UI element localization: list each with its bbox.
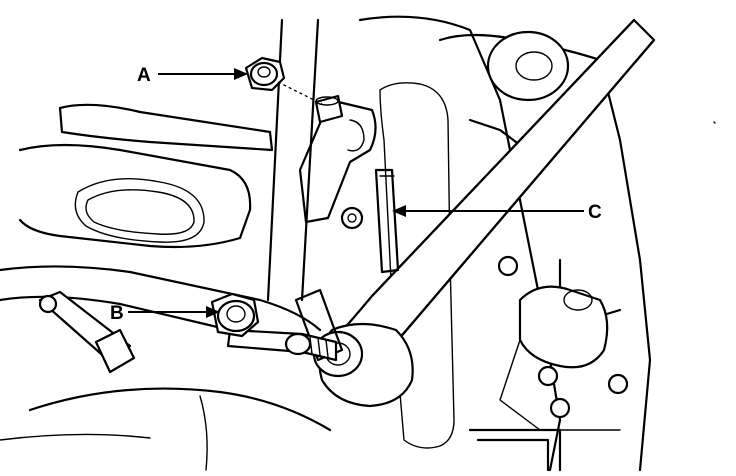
- callout-a: A: [137, 65, 248, 86]
- speck: [713, 121, 716, 124]
- callout-c-arrow: [392, 205, 406, 217]
- callout-c-label: C: [588, 202, 602, 223]
- alignment-line-a: [277, 81, 323, 105]
- callout-a-label: A: [137, 65, 151, 86]
- callout-b-label: B: [110, 303, 124, 324]
- threaded-stud: [226, 328, 338, 362]
- nut-a: [244, 56, 286, 92]
- callout-a-arrow: [234, 68, 248, 80]
- background-structure: [0, 15, 652, 472]
- callout-b: B: [110, 303, 220, 324]
- nut-b: [210, 292, 260, 338]
- callout-c: C: [392, 202, 602, 223]
- callout-b-arrow: [206, 306, 220, 318]
